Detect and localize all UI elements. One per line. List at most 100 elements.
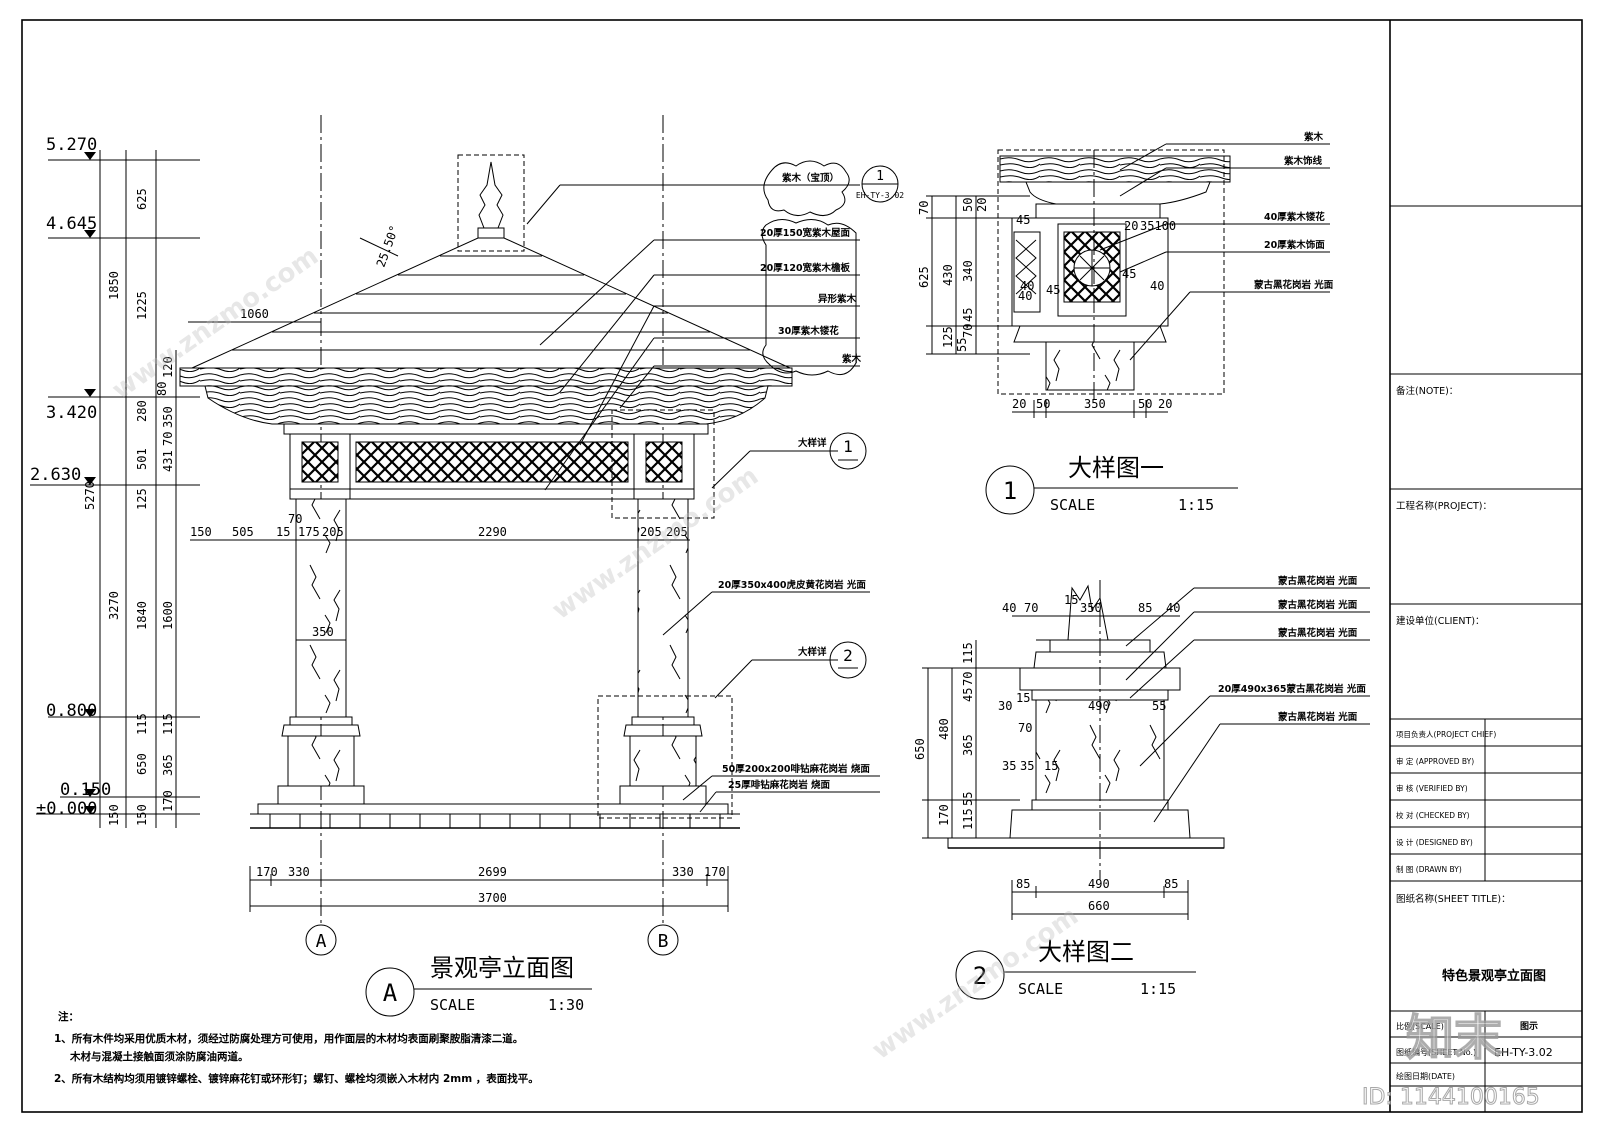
dim-label: 40	[1150, 279, 1164, 293]
dim-label: 340	[961, 260, 975, 282]
note-label: 备注(NOTE)：	[1396, 385, 1458, 397]
dim-label: 85	[1164, 877, 1178, 891]
ground-slab	[257, 803, 729, 815]
dim-label: 650	[913, 738, 927, 760]
ref-sheet: EH-TY-3.02	[856, 191, 904, 200]
view-marker	[365, 967, 415, 1017]
view-marker-label: A	[383, 979, 398, 1007]
view-title: 大样图二	[1038, 938, 1134, 966]
dim-label: 175	[298, 525, 320, 539]
dim-label: 115	[961, 642, 975, 664]
dim-label: 70	[917, 201, 931, 215]
dim-label: 430	[941, 264, 955, 286]
dim-label: 115	[135, 713, 149, 735]
dim-label: 170	[256, 865, 278, 879]
dim-label: 170	[161, 790, 175, 812]
dim-label: 55	[955, 338, 969, 352]
general-notes: 注： 1、所有木件均采用优质木材，须经过防腐处理方可使用，用作面层的木材均表面刷…	[54, 1010, 539, 1085]
callout-label: 20厚490x365蒙古黑花岗岩 光面	[1218, 683, 1366, 695]
callout-label: 蒙古黑花岗岩 光面	[1278, 627, 1358, 639]
dim-label: 115	[961, 808, 975, 830]
dim-label: 120	[161, 356, 175, 378]
eave-fascia	[204, 385, 769, 425]
dim-label: 205	[322, 525, 344, 539]
sheet-no: EH-TY-3.02	[1494, 1046, 1553, 1059]
dim-label: 625	[135, 188, 149, 210]
scale-row-label: 比例(SCALE)	[1396, 1021, 1444, 1031]
dim-label: 280	[135, 400, 149, 422]
eave-board	[179, 367, 793, 387]
person-role: 校 对 (CHECKED BY)	[1396, 810, 1470, 820]
callout-label: 异形紫木	[818, 293, 857, 305]
dim-label: 125	[941, 326, 955, 348]
col-dim: 350	[312, 625, 334, 639]
dim-label: 20	[1012, 397, 1026, 411]
dim-label: 70	[288, 512, 302, 526]
callout-label: 蒙古黑花岗岩 光面	[1278, 599, 1358, 611]
callout-label: 紫木	[1304, 131, 1324, 143]
level-label: 3.420	[46, 403, 97, 423]
dim-label: 40	[1002, 601, 1016, 615]
note-line: 木材与混凝土接触面须涂防腐油两道。	[69, 1050, 249, 1063]
person-role: 设 计 (DESIGNED BY)	[1396, 837, 1473, 847]
view-marker	[955, 950, 1005, 1000]
level-label: 5.270	[46, 135, 97, 155]
dim-label: 15	[1044, 759, 1058, 773]
column-base-right	[629, 735, 697, 787]
callout-label: 20厚120宽紫木檐板	[760, 262, 851, 274]
dim-label: 15	[1016, 691, 1030, 705]
dim-label: 490	[1088, 699, 1110, 713]
dim-label: 45	[961, 308, 975, 322]
callout-label: 蒙古黑花岗岩 光面	[1254, 279, 1334, 291]
dim-label: 45	[1046, 283, 1060, 297]
ref-num: 1	[843, 437, 853, 456]
dim-label: 205	[666, 525, 688, 539]
watermark-id: ID: 1144100165	[1362, 1085, 1540, 1110]
scale-row-value: 图示	[1520, 1021, 1538, 1032]
callout-label: 20厚150宽紫木屋面	[760, 227, 851, 239]
person-role: 审 定 (APPROVED BY)	[1396, 756, 1474, 766]
dim-label: 330	[672, 865, 694, 879]
dim-label: 20	[1124, 219, 1138, 233]
dim-label: 170	[937, 804, 951, 826]
lattice-panel	[355, 441, 629, 483]
dim-label: 35100	[1140, 219, 1176, 233]
callout-label: 紫木饰线	[1284, 155, 1323, 167]
callout-label: 20厚350x400虎皮黄花岗岩 光面	[718, 579, 866, 591]
date-label: 绘图日期(DATE)	[1396, 1071, 1455, 1081]
dim-label: 30	[998, 699, 1012, 713]
dim-label: 365	[161, 754, 175, 776]
dim-label: 365	[961, 734, 975, 756]
column-right	[637, 498, 689, 718]
callout-label: 25厚啡钻麻花岗岩 烧面	[728, 779, 831, 791]
view-title: 景观亭立面图	[430, 954, 574, 982]
view-marker-label: 2	[973, 962, 987, 990]
dim-label: 350	[161, 406, 175, 428]
dim-label: 150	[107, 804, 121, 826]
project-label: 工程名称(PROJECT)：	[1396, 500, 1492, 512]
note-line: 1、所有木件均采用优质木材，须经过防腐处理方可使用，用作面层的木材均表面刷聚胺脂…	[54, 1032, 523, 1045]
level-label: 4.645	[46, 214, 97, 234]
column-left	[295, 498, 347, 718]
view-marker	[985, 465, 1035, 515]
axis-label: B	[658, 931, 669, 952]
dim-label: 1225	[135, 291, 149, 320]
dim-label: 40	[1020, 279, 1034, 293]
scale-value: 1:30	[548, 996, 584, 1014]
dim-label: 3700	[478, 891, 507, 905]
view-marker-label: 1	[1003, 477, 1017, 505]
dim-label: 350	[1080, 601, 1102, 615]
dim-label: 55	[1152, 699, 1166, 713]
dim-label: 115	[161, 713, 175, 735]
detail-2: 15 40 70 350 85 40 650 480 170 115 70 45…	[913, 575, 1370, 1000]
ref-num: 1	[876, 169, 884, 184]
callout-label: 蒙古黑花岗岩 光面	[1278, 711, 1358, 723]
callout-label: 紫木（宝顶）	[782, 172, 839, 184]
dim-label: 50	[961, 198, 975, 212]
dim-label: 85	[1016, 877, 1030, 891]
dim-label: 125	[135, 488, 149, 510]
dim-label: 45	[961, 688, 975, 702]
dim-label: 15	[276, 525, 290, 539]
dim-label: 480	[937, 718, 951, 740]
sheet-title: 特色景观亭立面图	[1442, 968, 1546, 984]
